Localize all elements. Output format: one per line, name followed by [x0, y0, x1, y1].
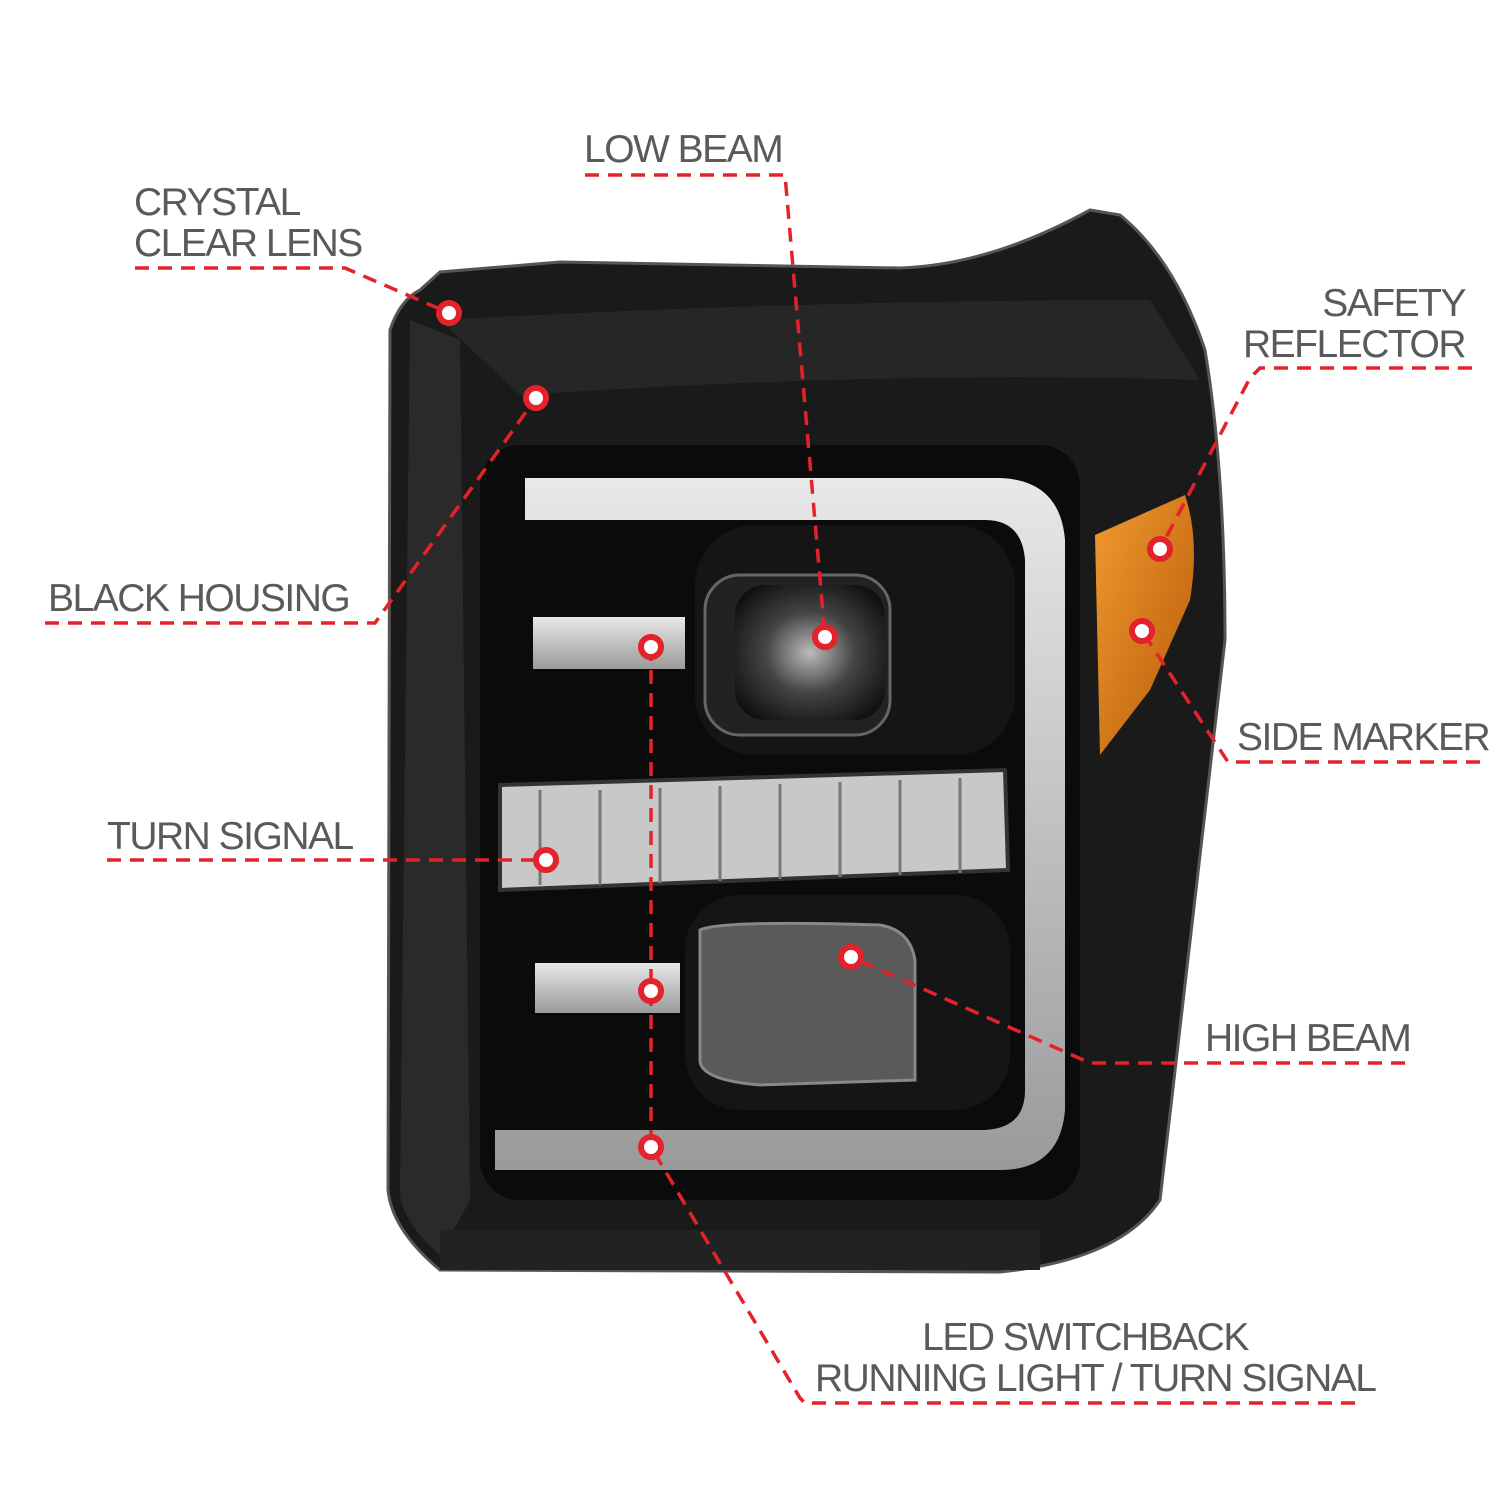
label-line: SAFETY	[1322, 282, 1466, 325]
label-line: RUNNING LIGHT / TURN SIGNAL	[815, 1357, 1377, 1400]
marker-dot	[533, 847, 559, 873]
safety-reflector-leader	[1158, 366, 1472, 550]
marker-dot	[838, 944, 864, 970]
label-line: CRYSTAL	[134, 181, 301, 224]
marker-dot	[436, 300, 462, 326]
lens-side-panel	[400, 320, 470, 1255]
marker-dot	[638, 634, 664, 660]
label-crystal-clear-lens: CRYSTAL CLEAR LENS	[134, 181, 363, 265]
low-beam-leader	[585, 173, 827, 638]
marker-dot	[523, 385, 549, 411]
high-beam-leader	[850, 955, 1405, 1065]
label-low-beam: LOW BEAM	[584, 128, 784, 171]
crystal-lens-leader	[135, 266, 450, 315]
led-switchback-leader	[649, 1146, 1355, 1405]
marker-dot	[638, 978, 664, 1004]
label-led-switchback: LED SWITCHBACK RUNNING LIGHT / TURN SIGN…	[815, 1316, 1377, 1400]
marker-dot	[812, 624, 838, 650]
label-high-beam: HIGH BEAM	[1205, 1017, 1412, 1060]
low-beam-lens	[735, 585, 885, 720]
label-line: CLEAR LENS	[134, 222, 363, 265]
label-black-housing: BLACK HOUSING	[48, 577, 351, 620]
upper-trim	[440, 300, 1200, 395]
side-marker-leader	[1140, 630, 1480, 764]
label-side-marker: SIDE MARKER	[1237, 716, 1491, 759]
marker-dot	[1129, 618, 1155, 644]
marker-dot	[1147, 536, 1173, 562]
label-line: LED SWITCHBACK	[922, 1316, 1249, 1359]
turn-signal-strip	[498, 767, 1011, 893]
marker-dot	[638, 1134, 664, 1160]
label-line: REFLECTOR	[1243, 323, 1467, 366]
label-safety-reflector: SAFETY REFLECTOR	[1243, 282, 1467, 366]
bottom-trim	[440, 1230, 1040, 1270]
label-turn-signal: TURN SIGNAL	[107, 815, 354, 858]
black-housing-leader	[45, 396, 538, 625]
